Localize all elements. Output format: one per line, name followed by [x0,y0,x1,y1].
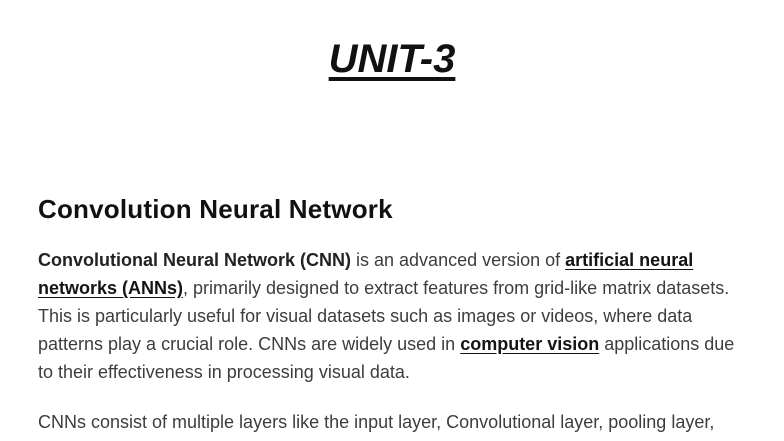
paragraph-1: Convolutional Neural Network (CNN) is an… [38,246,746,386]
unit-title-text: UNIT-3 [328,37,456,81]
paragraph-1-bold-intro: Convolutional Neural Network (CNN) [38,250,352,270]
link-artificial-neural-networks[interactable]: artificial neural networks (ANNs) [38,250,694,298]
section-title: Convolution Neural Network [38,194,393,224]
paragraph-1-text: , primarily designed to extract features… [38,278,730,354]
link-computer-vision[interactable]: computer vision [460,334,600,354]
paragraph-2: CNNs consist of multiple layers like the… [38,412,715,441]
unit-title: UNIT-3 [38,36,746,82]
paragraph-1-text: applications due to their effectiveness … [38,334,735,382]
paragraph-1-text: is an advanced version of [351,250,566,270]
